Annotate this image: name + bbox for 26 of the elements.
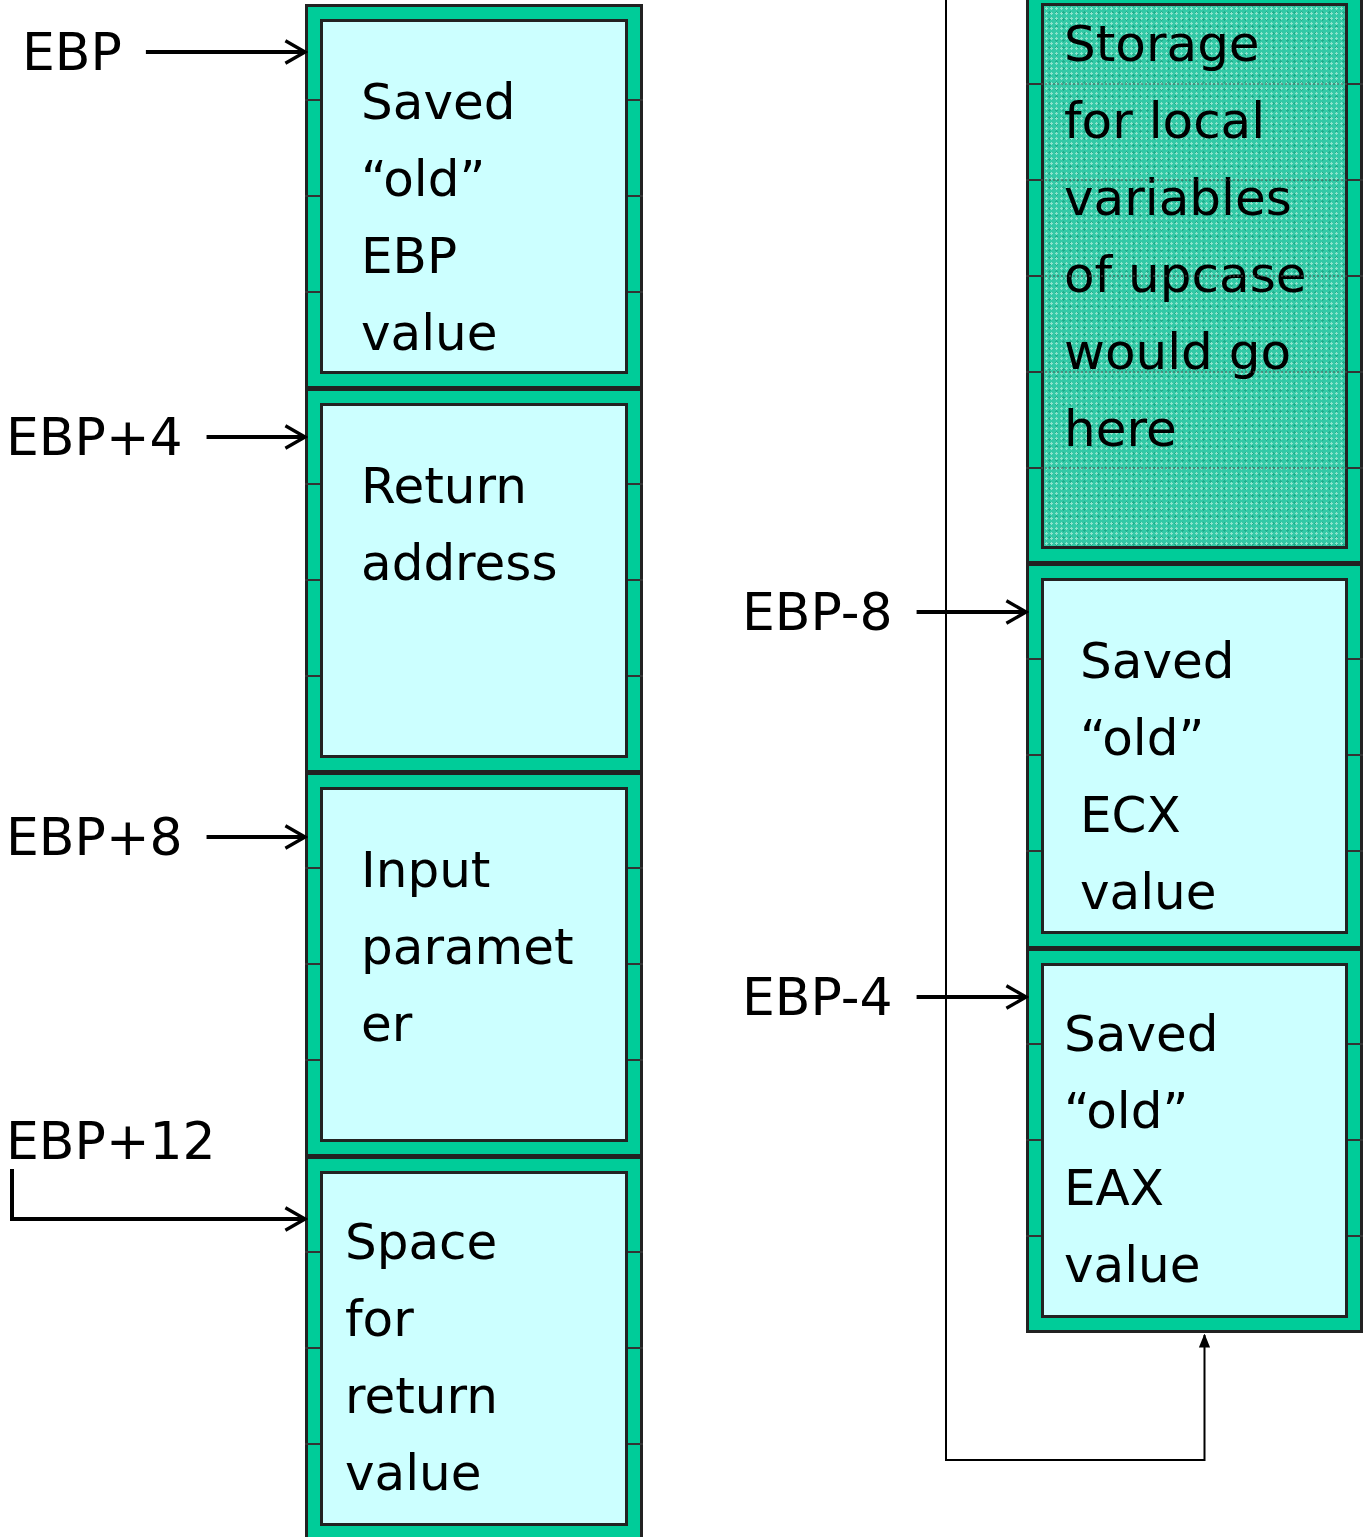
offset-label: EBP+4 <box>6 407 183 467</box>
pointer-arrow <box>206 824 307 850</box>
pointer-arrow <box>145 39 307 65</box>
stack-slot-frame <box>1026 948 1363 1333</box>
slot-text: Storage for local variables of upcase would go here <box>1064 14 1308 460</box>
slot-text: Saved “old” EBP value <box>361 72 517 364</box>
stack-slot-frame <box>305 388 643 773</box>
offset-label: EBP+12 <box>6 1111 216 1171</box>
slot-text: Saved “old” EAX value <box>1064 1004 1220 1296</box>
connector-arrow <box>945 0 1211 1461</box>
stack-slot-frame <box>305 772 643 1157</box>
stack-slot-frame <box>305 1156 643 1537</box>
pointer-arrow <box>10 1169 307 1232</box>
slot-text: Return address <box>361 456 559 594</box>
offset-label: EBP-8 <box>742 582 893 642</box>
stack-slot-frame <box>1026 563 1363 949</box>
pointer-arrow <box>916 599 1028 625</box>
pointer-arrow <box>916 984 1028 1010</box>
stack-slot-frame <box>305 4 643 389</box>
pointer-arrow <box>206 424 307 450</box>
slot-text: Space for return value <box>345 1212 499 1504</box>
offset-label: EBP-4 <box>742 967 893 1027</box>
slot-text: Input parameter <box>361 840 575 1055</box>
offset-label: EBP+8 <box>6 807 183 867</box>
slot-text: Saved “old” ECX value <box>1080 631 1236 923</box>
offset-label: EBP <box>22 22 122 82</box>
